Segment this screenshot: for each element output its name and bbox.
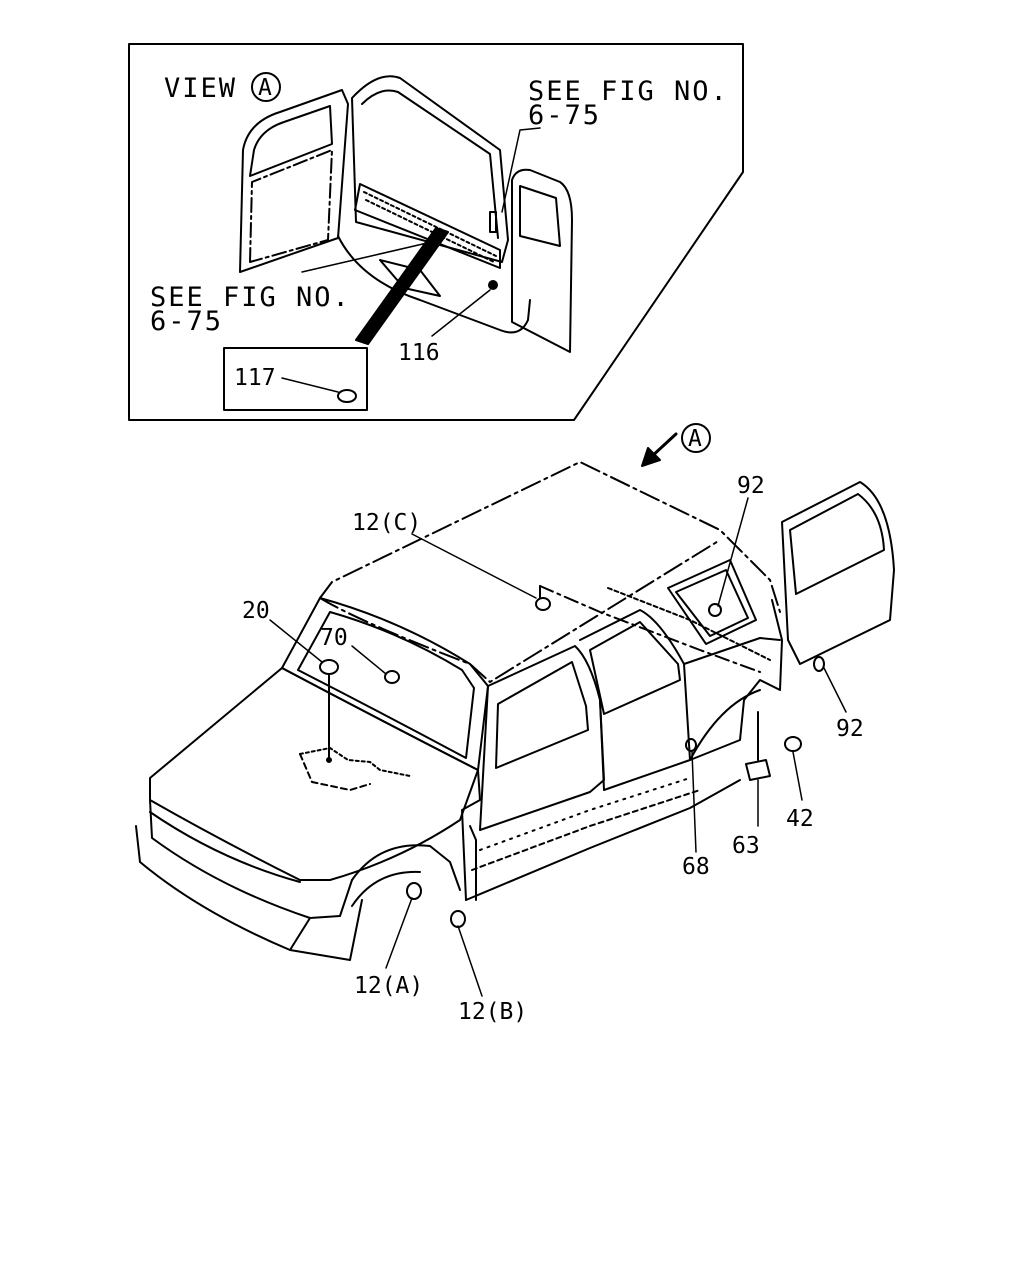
leader-92-lower <box>823 667 847 713</box>
view-label: VIEW <box>164 73 237 104</box>
part-12c-mark <box>535 597 551 611</box>
part-20-label: 20 <box>242 598 270 624</box>
rear-quarter-window-inner <box>675 569 749 637</box>
inset-sill <box>354 183 501 269</box>
inset-body-inner <box>361 89 499 239</box>
inset-right-door <box>511 168 573 353</box>
a-pillar <box>461 769 481 901</box>
rear-quarter-window <box>667 559 757 645</box>
part-68-mark <box>685 738 697 752</box>
roof-rail <box>607 587 771 661</box>
main-view-marker-letter: A <box>688 426 702 452</box>
see-fig-lower-line2: 6-75 <box>150 306 223 337</box>
leader-70 <box>351 645 387 675</box>
part-116-mark <box>488 280 498 290</box>
leader-117 <box>281 377 339 393</box>
see-fig-lower-line1: SEE FIG NO. <box>150 282 351 313</box>
rear-door-window <box>589 621 681 715</box>
part-117-box <box>223 347 368 411</box>
rear-door <box>579 609 691 791</box>
belt-line <box>683 637 781 665</box>
part-92-lower-label: 92 <box>836 716 864 742</box>
view-marker-letter: A <box>258 75 272 101</box>
part-20-hole <box>326 757 332 763</box>
hood <box>149 667 479 881</box>
leader-116 <box>431 289 491 337</box>
inset-body-opening <box>351 75 509 263</box>
pointer-arrow <box>355 227 449 345</box>
part-12c-label: 12(C) <box>352 510 421 536</box>
leader-12c <box>411 533 537 599</box>
side-sill <box>465 779 741 901</box>
part-12a-mark <box>406 882 422 900</box>
front-fender <box>351 844 461 891</box>
side-sill-dots <box>479 777 691 851</box>
grille-line <box>149 811 301 883</box>
inset-right-door-window <box>519 185 561 247</box>
part-42-label: 42 <box>786 806 814 832</box>
inset-view-a: VIEW A SEE FIG NO. 6-75 <box>128 43 744 421</box>
see-fig-upper-line1: SEE FIG NO. <box>528 76 729 107</box>
view-arrow-head <box>641 447 661 467</box>
bumper-corner <box>289 917 311 951</box>
main-view-marker-circle <box>681 423 711 453</box>
part-92-upper-mark <box>708 603 722 617</box>
see-fig-upper-line2: 6-75 <box>528 100 601 131</box>
roof-centerline <box>539 585 761 673</box>
inset-sill-ribs-2 <box>365 199 495 263</box>
part-92-lower-mark <box>813 656 825 672</box>
hood-cutline <box>299 747 411 777</box>
inset-sill-ribs <box>363 191 497 257</box>
front-wheel-arch <box>351 870 421 907</box>
inset-plate <box>379 259 441 297</box>
inset-frame <box>128 43 744 421</box>
leader-lines <box>269 497 847 997</box>
hood-cutline-2 <box>299 753 371 791</box>
part-70-label: 70 <box>320 625 348 651</box>
leader-see-fig-lower <box>301 239 441 273</box>
leader-12a <box>385 897 413 969</box>
part-63-mark <box>745 759 771 781</box>
front-bumper <box>135 825 363 961</box>
part-117-label: 117 <box>234 365 276 391</box>
front-door-window <box>495 661 589 769</box>
main-vehicle: A <box>135 423 895 1025</box>
leader-12b <box>457 925 483 997</box>
roof <box>319 461 781 613</box>
part-12b-label: 12(B) <box>458 999 527 1025</box>
side-sill-dash <box>471 789 701 871</box>
front-door <box>479 645 605 831</box>
inset-left-door <box>239 89 349 273</box>
part-12a-label: 12(A) <box>354 973 423 999</box>
view-marker-circle <box>251 72 281 102</box>
part-63-label: 63 <box>732 833 760 859</box>
roof-rear-edge <box>319 539 721 683</box>
inset-left-door-window <box>249 149 333 263</box>
rear-wheel-arch <box>689 689 761 761</box>
leader-92-upper <box>717 497 749 607</box>
tailgate-door <box>781 481 895 665</box>
leader-20 <box>269 619 323 663</box>
leader-68 <box>691 751 697 853</box>
part-117-plug <box>337 389 357 403</box>
part-68-label: 68 <box>682 854 710 880</box>
part-70-mark <box>384 670 400 684</box>
part-92-upper-label: 92 <box>737 473 765 499</box>
windshield-inner <box>297 611 475 759</box>
part-12b-mark <box>450 910 466 928</box>
leader-see-fig-upper <box>501 127 541 213</box>
tailgate-window <box>789 493 885 595</box>
inset-left-door-upper <box>249 105 333 177</box>
leader-42 <box>792 751 803 801</box>
inset-bolt <box>489 211 497 233</box>
front-face <box>149 799 353 919</box>
part-42-mark <box>784 736 802 752</box>
a-pillar-lower <box>469 825 477 901</box>
rear-body <box>689 599 783 761</box>
part-116-label: 116 <box>398 340 440 366</box>
